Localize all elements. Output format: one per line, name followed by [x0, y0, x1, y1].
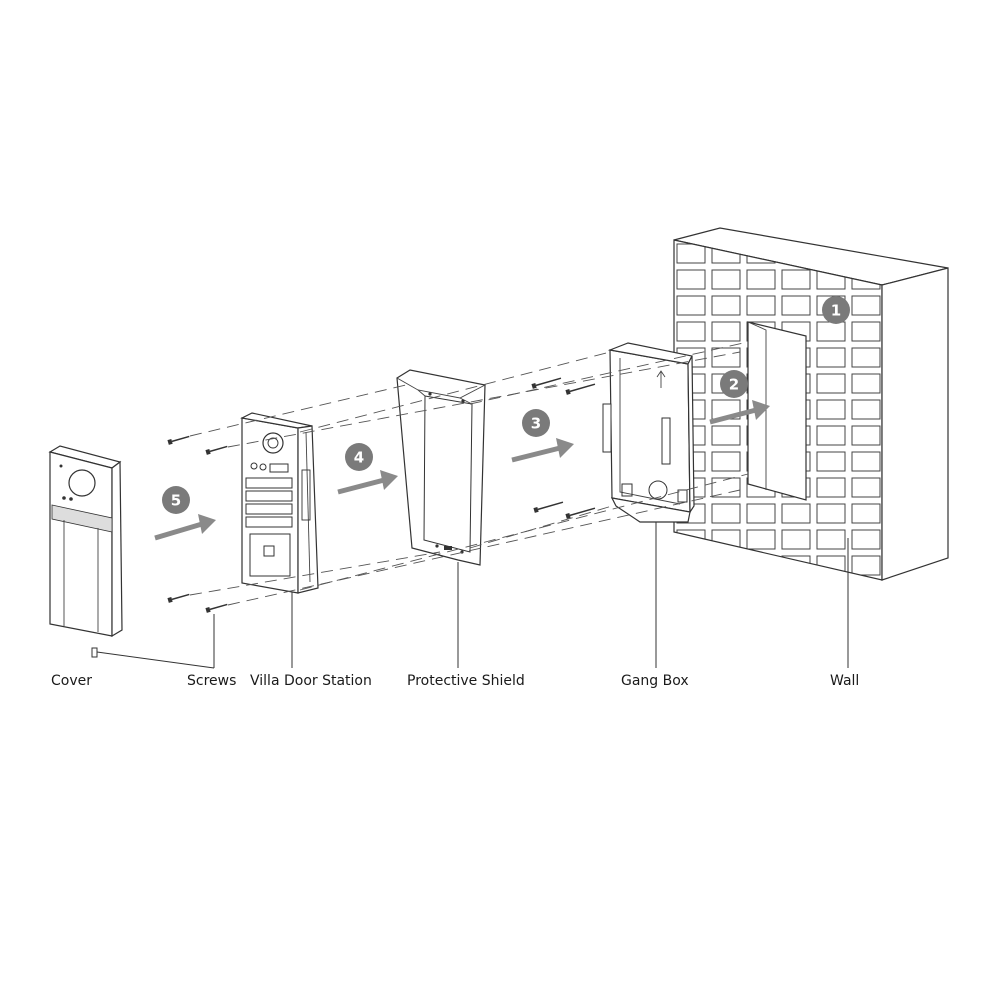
wall-opening: [747, 321, 807, 501]
screw: [531, 377, 562, 389]
arrow-step-4: [337, 470, 398, 495]
step-number: 1: [831, 302, 841, 320]
step-badge-2: 2: [720, 370, 748, 398]
cover: [48, 445, 123, 638]
step-badge-1: 1: [822, 296, 850, 324]
screw: [205, 445, 228, 455]
step-number: 4: [354, 449, 364, 467]
villa-door-station: [240, 412, 319, 594]
screw: [533, 501, 564, 513]
label-wall: Wall: [830, 673, 859, 689]
step-badge-3: 3: [522, 409, 550, 437]
gang-box: [602, 342, 695, 523]
label-gang-box: Gang Box: [621, 673, 689, 689]
screws-gang-box: [531, 377, 596, 519]
arrow-step-5: [154, 514, 216, 541]
label-protective-shield: Protective Shield: [407, 673, 525, 689]
protective-shield: [396, 369, 486, 566]
step-badge-4: 4: [345, 443, 373, 471]
screws-station: [167, 435, 228, 613]
leader-lines: [96, 522, 849, 669]
step-number: 5: [171, 492, 181, 510]
alignment-lines: [189, 341, 749, 606]
screw: [565, 507, 596, 519]
step-badge-5: 5: [162, 486, 190, 514]
arrow-step-3: [511, 438, 574, 463]
label-villa-door-station: Villa Door Station: [250, 673, 372, 689]
step-number: 2: [729, 376, 739, 394]
label-cover: Cover: [51, 673, 92, 689]
screw: [167, 435, 190, 445]
small-screw: [91, 647, 98, 658]
screw: [565, 383, 596, 395]
arrow-step-2: [709, 400, 770, 425]
screw: [167, 593, 190, 603]
screw: [205, 603, 228, 613]
step-number: 3: [531, 415, 541, 433]
step-arrows: [154, 400, 770, 541]
wall: [673, 227, 949, 581]
label-screws: Screws: [187, 673, 236, 689]
